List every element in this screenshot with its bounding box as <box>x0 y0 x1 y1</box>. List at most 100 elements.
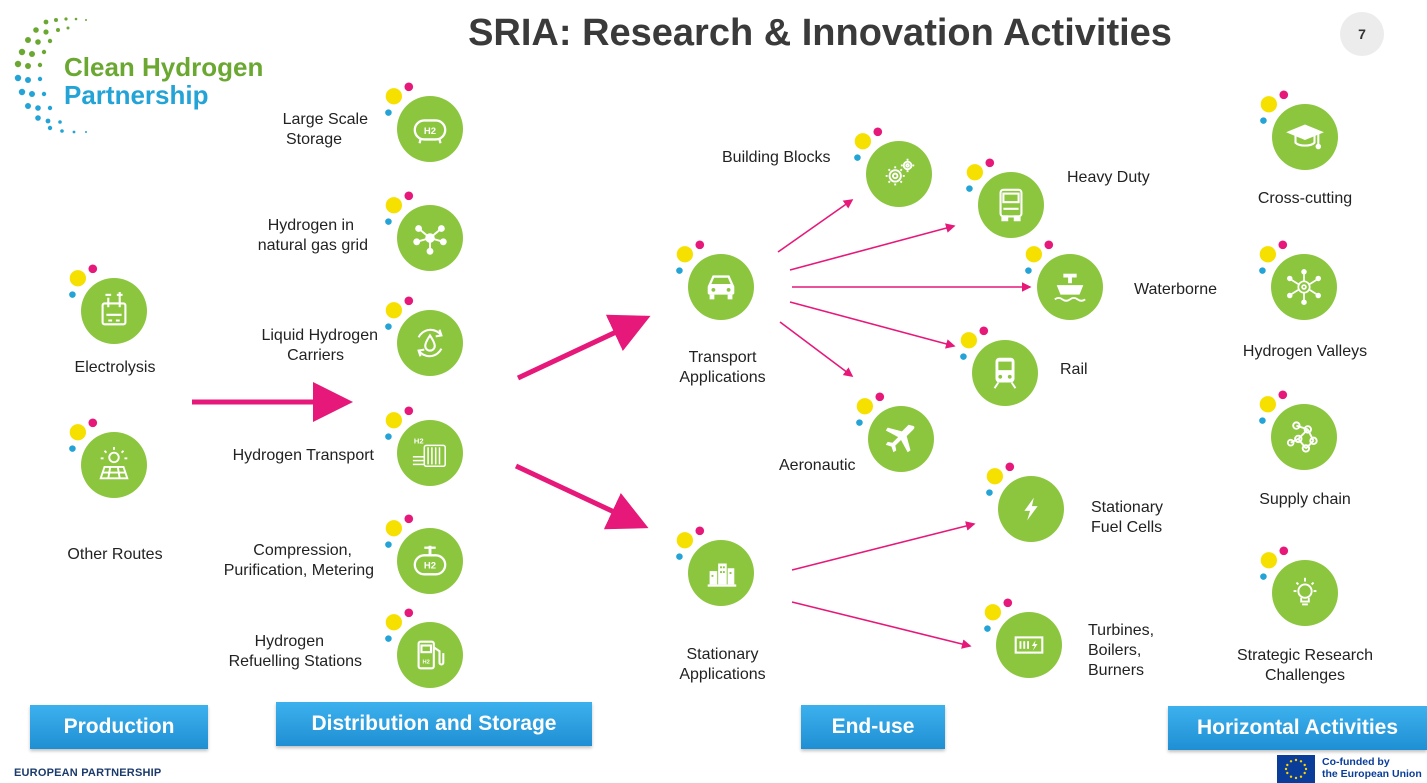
fuel-pump-icon: H2 <box>417 640 445 670</box>
car-icon <box>707 275 735 300</box>
arrow-distribution-to-stationary <box>514 463 649 530</box>
transport-applications-node[interactable] <box>676 240 754 320</box>
svg-text:H2: H2 <box>423 660 430 666</box>
train-icon <box>993 357 1017 389</box>
droplet-cycle-icon <box>417 328 443 358</box>
hydrogen-valleys-label: Hydrogen Valleys <box>1242 343 1368 360</box>
production-button[interactable]: Production <box>30 705 208 749</box>
turbines-node[interactable] <box>984 598 1062 678</box>
electrolyser-icon <box>101 292 127 326</box>
heavy-duty-label: Heavy Duty <box>1067 169 1150 186</box>
other-routes-node[interactable] <box>69 418 147 498</box>
stationary-fuel-cells-label: Stationary Fuel Cells <box>1091 499 1164 536</box>
stationary-applications-label: Stationary Applications <box>679 646 766 683</box>
supply-chain-icon <box>1286 421 1318 453</box>
decor-dots-icon <box>385 514 414 548</box>
compression-node[interactable]: H2 <box>385 514 463 594</box>
arrow-transport-to-aeronautic <box>779 321 854 377</box>
transport-applications-label: Transport Applications <box>679 349 766 386</box>
strategic-research-node[interactable] <box>1260 546 1338 626</box>
decor-dots-icon <box>385 406 414 440</box>
gas-grid-node[interactable] <box>385 191 463 271</box>
turbines-label: Turbines, Boilers, Burners <box>1088 622 1155 679</box>
refuelling-node[interactable]: H2 <box>385 608 463 688</box>
decor-dots-icon <box>856 392 885 426</box>
page-title: SRIA: Research & Innovation Activities <box>468 12 1172 54</box>
waterborne-node[interactable] <box>1025 240 1103 320</box>
other-routes-label: Other Routes <box>67 546 163 563</box>
horizontal-activities-button[interactable]: Horizontal Activities <box>1168 706 1427 750</box>
decor-dots-icon <box>854 127 883 161</box>
aeronautic-node[interactable] <box>856 392 934 472</box>
large-scale-storage-node[interactable]: H2 <box>385 82 463 162</box>
building-blocks-label: Building Blocks <box>722 149 831 166</box>
end-use-button[interactable]: End-use <box>801 705 945 749</box>
decor-dots-icon <box>676 526 705 560</box>
logo-text-partnership: Partnership <box>64 80 209 110</box>
liquid-carriers-label: Liquid Hydrogen Carriers <box>261 327 378 364</box>
cross-cutting-node[interactable] <box>1260 90 1338 170</box>
lightning-icon <box>1024 497 1038 521</box>
svg-text:H2: H2 <box>424 126 436 137</box>
lightbulb-icon <box>1293 577 1317 606</box>
supply-chain-node[interactable] <box>1259 390 1337 470</box>
h2-tank-icon: H2 <box>413 119 447 144</box>
decor-dots-icon <box>676 240 705 274</box>
valley-network-icon <box>1286 269 1322 305</box>
decor-dots-icon <box>385 608 414 642</box>
decor-dots-icon <box>69 264 98 298</box>
airplane-icon <box>885 424 915 453</box>
decor-dots-icon <box>69 418 98 452</box>
boiler-icon <box>1014 636 1044 654</box>
arrow-stationary-to-fuel-cells <box>791 521 976 571</box>
stationary-fuel-cells-node[interactable] <box>986 462 1064 542</box>
decor-dots-icon <box>385 296 414 330</box>
hydrogen-transport-node[interactable]: H2 <box>385 406 463 486</box>
svg-text:H2: H2 <box>414 437 424 446</box>
h2-compressor-icon: H2 <box>413 545 447 576</box>
decor-dots-icon <box>385 191 414 225</box>
decor-dots-icon <box>1260 90 1289 124</box>
hydrogen-valleys-node[interactable] <box>1259 240 1337 320</box>
solar-panel-icon <box>99 446 129 480</box>
logo-text-clean-hydrogen: Clean Hydrogen <box>64 52 264 82</box>
distribution-storage-button[interactable]: Distribution and Storage <box>276 702 592 746</box>
decor-dots-icon <box>1025 240 1054 274</box>
svg-text:H2: H2 <box>424 561 436 572</box>
footer-european-partnership: EUROPEAN PARTNERSHIP <box>14 767 162 779</box>
network-icon <box>413 225 447 255</box>
waterborne-label: Waterborne <box>1134 281 1217 298</box>
h2-pipeline-icon: H2 <box>412 437 446 468</box>
arrow-stationary-to-turbines <box>791 601 972 649</box>
cross-cutting-label: Cross-cutting <box>1257 190 1353 207</box>
large-scale-storage-label: Large Scale Storage <box>282 111 368 148</box>
decor-dots-icon <box>960 326 989 360</box>
eu-cofunded-text: Co-funded by the European Union <box>1322 756 1422 780</box>
liquid-carriers-node[interactable] <box>385 296 463 376</box>
page-number: 7 <box>1340 12 1384 56</box>
arrow-transport-to-heavy-duty <box>789 223 956 271</box>
decor-dots-icon <box>986 462 1015 496</box>
heavy-duty-node[interactable] <box>966 158 1044 238</box>
compression-label: Compression, Purification, Metering <box>223 542 374 579</box>
ship-icon <box>1054 273 1086 302</box>
decor-dots-icon <box>1259 240 1288 274</box>
decor-dots-icon <box>1259 390 1288 424</box>
partnership-logo-icon <box>14 17 87 134</box>
arrow-distribution-to-transport <box>516 314 651 381</box>
stationary-applications-node[interactable] <box>676 526 754 606</box>
buildings-icon <box>707 563 737 587</box>
supply-chain-label: Supply chain <box>1259 491 1351 508</box>
rail-node[interactable] <box>960 326 1038 406</box>
gas-grid-label: Hydrogen in natural gas grid <box>257 217 368 254</box>
building-blocks-node[interactable] <box>854 127 932 207</box>
eu-flag-icon <box>1277 755 1315 783</box>
strategic-research-label: Strategic Research Challenges <box>1236 647 1374 684</box>
arrow-transport-to-rail <box>789 301 956 349</box>
decor-dots-icon <box>984 598 1013 632</box>
hydrogen-transport-label: Hydrogen Transport <box>232 447 374 464</box>
rail-label: Rail <box>1060 361 1088 378</box>
electrolysis-node[interactable] <box>69 264 147 344</box>
arrow-transport-to-building-blocks <box>777 199 854 253</box>
